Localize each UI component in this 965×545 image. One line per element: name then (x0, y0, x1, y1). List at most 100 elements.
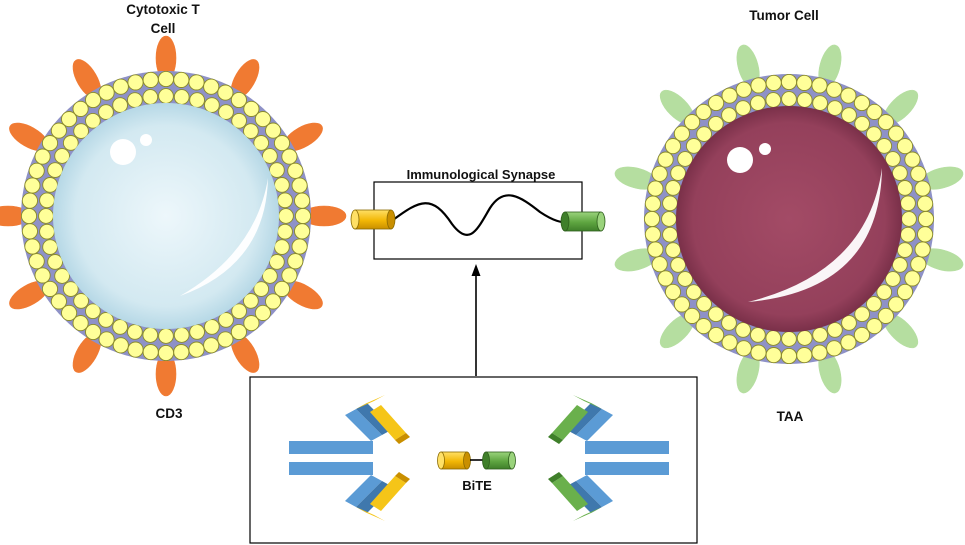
tcell-inner-lipid-head (42, 239, 58, 255)
tumor-outer-lipid-head (750, 344, 767, 361)
tumor-outer-lipid-head (910, 165, 927, 182)
tcell-inner-lipid-head (73, 293, 89, 309)
tumor-outer-lipid-head (904, 151, 921, 168)
tumor-outer-lipid-head (695, 103, 712, 120)
tcell-inner-lipid-head (47, 162, 63, 178)
tumor-inner-lipid-head (677, 151, 693, 167)
tumor-outer-lipid-head (780, 73, 798, 91)
tumor-outer-lipid-head (735, 81, 752, 98)
tcell-outer-lipid-head (24, 177, 41, 194)
tcell-inner-lipid-head (112, 319, 128, 335)
tcell-inner-lipid-head (189, 324, 205, 340)
tcell-outer-lipid-head (28, 253, 45, 270)
tcell-inner-lipid-head (62, 281, 79, 297)
tumor-outer-lipid-head (917, 210, 935, 228)
tcell-inner-lipid-head (274, 239, 290, 255)
tcell-inner-lipid-head (269, 162, 285, 178)
tumor-highlight (748, 168, 882, 302)
tumor-inner-lipid-head (885, 271, 901, 287)
tumor-outer-lipid-head (866, 318, 883, 335)
tumor-inner-lipid-head (708, 306, 724, 323)
taa-label: TAA (777, 409, 804, 424)
tcell-inner-lipid-head (127, 324, 143, 340)
tumor-inner-lipid-head (900, 226, 916, 243)
tcell-highlight (180, 178, 268, 296)
tcell-outer-lipid-head (273, 280, 291, 297)
tumor-shine-large (727, 147, 753, 173)
tcell-outer-lipid-head (254, 304, 271, 321)
tcell-inner-lipid-head (127, 92, 143, 108)
tcell-inner-lipid-head (253, 281, 270, 297)
tumor-inner-lipid-head (765, 92, 782, 108)
tcell-outer-lipid-head (294, 192, 311, 209)
tcell-outer-lipid-head (230, 91, 247, 109)
tumor-inner-lipid-head (750, 327, 766, 343)
tumor-inner-lipid-head (685, 284, 702, 300)
tcell-outer-lipid-head (20, 207, 38, 225)
tcell-inner-lipid-head (189, 92, 205, 108)
tcell-inner-lipid-head (39, 192, 55, 209)
tumor-outer-lipid-head (721, 334, 738, 351)
tcell-outer-lipid-head (254, 111, 271, 128)
tumor-outer-lipid-head (695, 318, 712, 335)
tumor-outer-lipid-head (877, 307, 894, 324)
tumor-inner-lipid-head (721, 107, 737, 123)
tumor-outer-lipid-head (840, 87, 857, 104)
tumor-outer-lipid-head (647, 180, 664, 197)
tcell-outer-lipid-head (230, 323, 247, 341)
taa-antigens (614, 44, 964, 394)
tumor-outer-lipid-head (651, 256, 668, 273)
tcell-outer-lipid-head (21, 223, 38, 240)
immunological-synapse-panel (350, 181, 606, 260)
tumor-cell (614, 44, 964, 394)
tcell-outer-lipid-head (72, 315, 89, 332)
tumor-outer-lipid-head (750, 77, 767, 94)
tcell-inner-lipid-head (158, 88, 174, 104)
tumor-inner-lipid-head (696, 296, 712, 312)
tcell-outer-lipid-head (85, 323, 102, 341)
tcell-inner-lipid-head (278, 208, 294, 224)
tcell-outer-lipid-head (127, 74, 144, 91)
tcell-outer-lipid-head (287, 253, 304, 270)
tumor-inner-lipid-head (827, 322, 843, 338)
anti-cd3-antibody (289, 395, 410, 521)
tumor-outer-lipid-head (673, 125, 690, 142)
tcell-inner-lipid-head (142, 89, 159, 105)
tcell-inner-lipid-head (98, 312, 114, 328)
tumor-outer-lipid-head (721, 87, 738, 104)
tumor-inner-lipid-head (781, 91, 797, 107)
tcell-inner-lipid-heads (38, 88, 294, 344)
tcell-outer-lipid-head (72, 100, 89, 117)
tcell-inner-lipid-head (231, 112, 247, 129)
tcell-inner-lipid-head (173, 89, 190, 105)
tumor-outer-lipid-head (673, 296, 690, 313)
tcell-outer-lipid-head (98, 331, 115, 348)
tcell-inner-lipid-head (158, 328, 174, 344)
tcell-cytoplasm (53, 103, 279, 329)
tumor-outer-lipid-head (643, 210, 661, 228)
tumor-outer-lipid-head (657, 151, 674, 168)
tcell-outer-lipid-head (50, 122, 67, 139)
tumor-outer-lipid-head (896, 138, 914, 155)
tcell-inner-lipid-head (253, 135, 270, 151)
tcell-outer-lipid-head (265, 122, 282, 139)
tcell-outer-lipid-head (21, 192, 38, 209)
tumor-outer-lipid-head (888, 125, 905, 142)
tcell-outer-lipid-head (243, 315, 260, 332)
tumor-inner-lipid-head (812, 95, 828, 111)
tumor-outer-lipid-head (826, 81, 843, 98)
tumor-inner-lipid-head (796, 330, 813, 346)
tcell-outer-lipid-heads (20, 70, 312, 362)
tcell-outer-lipid-head (127, 341, 144, 358)
tcell-inner-lipid-head (243, 293, 259, 309)
tcell-outer-lipid-head (157, 344, 175, 362)
tumor-inner-lipid-head (735, 100, 751, 116)
tcell-inner-lipid-head (277, 223, 293, 240)
tumor-inner-lipid-head (892, 165, 908, 181)
tumor-inner-lipid-head (670, 257, 686, 273)
tumor-outer-lipid-head (644, 195, 661, 212)
tcell-outer-lipid-head (294, 207, 312, 225)
tumor-outer-lipid-head (877, 114, 894, 131)
construction-box (249, 376, 698, 544)
